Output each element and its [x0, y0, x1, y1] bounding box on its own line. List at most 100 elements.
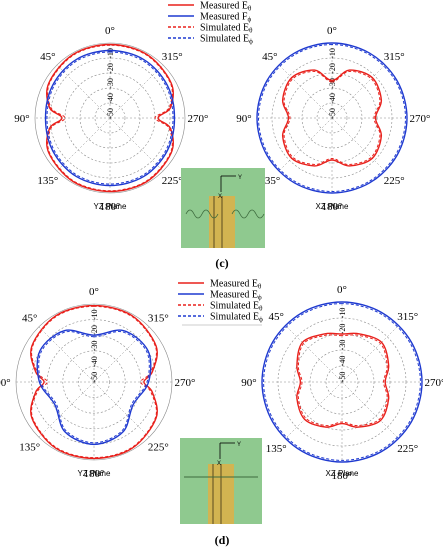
- polar-1-spoke-315: [331, 64, 386, 119]
- inset-c-y-label: Y: [238, 175, 242, 181]
- panel-label-c: (c): [215, 256, 228, 270]
- polar-0-angle-label-90: 90°: [14, 113, 29, 125]
- polar-2-angle-label-45: 45°: [22, 313, 37, 325]
- polar-0-spoke-45: [56, 64, 111, 119]
- polar-0-angle-label-0: 0°: [105, 25, 115, 37]
- polar-0-series-2: [44, 49, 176, 187]
- polar-0-rtick-3: -20: [106, 63, 115, 74]
- legend-top-label-3: Simulated Eϕ: [200, 34, 253, 46]
- polar-2-grid-ring-2: [62, 350, 126, 414]
- polar-0-angle-label-225: 225°: [162, 175, 183, 187]
- polar-0-angle-label-45: 45°: [40, 51, 55, 63]
- polar-1-series-1: [257, 43, 407, 193]
- polar-2-angle-label-225: 225°: [148, 441, 169, 453]
- polar-2-rtick-3: -20: [90, 325, 99, 336]
- polar-0-spoke-135: [56, 117, 111, 172]
- polar-3-title: XZ Plane: [326, 469, 359, 478]
- legend-top-label-2: Simulated Eθ: [200, 23, 253, 35]
- polar-3-rtick-4: -10: [338, 308, 347, 319]
- polar-3-spoke-45: [285, 325, 343, 383]
- legend-bottom-label-sub-3: ϕ: [259, 316, 263, 324]
- polar-2-angle-label-315: 315°: [148, 313, 169, 325]
- polar-1-rtick-3: -20: [328, 63, 337, 74]
- polar-3-angle-label-225: 225°: [397, 443, 418, 455]
- polar-plot-xz-top: -50-40-30-20-100°315°270°225°180°135°90°…: [236, 25, 430, 213]
- polar-3-spoke-315: [341, 325, 399, 383]
- polar-0-spoke-315: [109, 64, 164, 119]
- antenna-inset-c: Y X: [181, 168, 265, 248]
- polar-1-series-0: [256, 42, 408, 194]
- inset-c-x-label: X: [218, 194, 222, 200]
- polar-1-spoke-45: [278, 64, 333, 119]
- polar-2-angle-label-0: 0°: [89, 286, 99, 298]
- polar-2-rtick-2: -30: [90, 341, 99, 352]
- polar-1-rtick-2: -30: [328, 78, 337, 89]
- legend-top-label-sub-3: ϕ: [249, 38, 253, 46]
- legend-bottom-label-2: Simulated Eθ: [210, 301, 263, 313]
- polar-1-spoke-135: [278, 117, 333, 172]
- polar-1-angle-label-270: 270°: [410, 113, 431, 125]
- polar-2-spoke-45: [38, 326, 95, 383]
- polar-1-angle-label-0: 0°: [327, 25, 337, 37]
- polar-0-rtick-0: -50: [106, 108, 115, 119]
- polar-3-angle-label-90: 90°: [241, 377, 256, 389]
- polar-0-angle-label-135: 135°: [37, 175, 58, 187]
- polar-1-title: XZ Plane: [316, 202, 349, 211]
- inset-c-meander: [185, 209, 265, 219]
- polar-3-rtick-3: -20: [338, 324, 347, 335]
- polar-2-angle-label-135: 135°: [19, 441, 40, 453]
- polar-1-series-3: [283, 70, 381, 166]
- antenna-inset-d: Y X: [180, 438, 262, 524]
- polar-1-angle-label-45: 45°: [262, 51, 277, 63]
- legend-bottom-label-sub-0: θ: [258, 283, 262, 291]
- polar-0-angle-label-180: 180°: [100, 201, 121, 213]
- polar-2-angle-label-270: 270°: [175, 377, 196, 389]
- polar-1-angle-label-180: 180°: [322, 201, 343, 213]
- polar-2-series-3: [38, 331, 150, 444]
- polar-3-angle-label-180: 180°: [332, 470, 353, 482]
- polar-0-spoke-225: [109, 117, 164, 172]
- polar-3-rtick-2: -30: [338, 340, 347, 351]
- polar-2-spoke-135: [38, 381, 95, 438]
- polar-1-grid-ring-1: [316, 102, 348, 134]
- legend-bottom-label-sub-1: ϕ: [258, 294, 262, 302]
- polar-3-rtick-0: -50: [338, 372, 347, 383]
- polar-2-title: YZ Plane: [78, 469, 111, 478]
- polar-2-angle-label-180: 180°: [84, 468, 105, 480]
- inset-d-x-label: X: [217, 461, 221, 467]
- polar-3-series-1: [263, 303, 421, 461]
- polar-3-rtick-1: -40: [338, 356, 347, 367]
- polar-3-series-0: [261, 301, 423, 463]
- inset-d-y-label: Y: [237, 442, 241, 448]
- polar-2-rtick-1: -40: [90, 356, 99, 367]
- polar-3-angle-label-135: 135°: [266, 443, 287, 455]
- polar-plot-yz-top: -50-40-30-20-100°315°270°225°180°135°90°…: [14, 25, 208, 213]
- polar-1-angle-label-315: 315°: [384, 51, 405, 63]
- polar-0-rtick-1: -40: [106, 93, 115, 104]
- panel-label-d: (d): [215, 533, 230, 547]
- legend-top-label-sub-1: ϕ: [248, 16, 252, 24]
- polar-1-spoke-225: [331, 117, 386, 172]
- legend-bottom-label-3: Simulated Eϕ: [210, 312, 263, 324]
- polar-0-rtick-2: -30: [106, 78, 115, 89]
- polar-0-rtick-4: -10: [106, 48, 115, 59]
- polar-0-title: YZ Plane: [94, 202, 127, 211]
- polar-3-angle-label-0: 0°: [337, 284, 347, 296]
- polar-2-rtick-0: -50: [90, 372, 99, 383]
- polar-2-rtick-4: -10: [90, 309, 99, 320]
- polar-0-grid-ring-1: [94, 102, 126, 134]
- polar-3-angle-label-270: 270°: [425, 377, 443, 389]
- legend-bottom-label-1: Measured Eϕ: [210, 290, 262, 302]
- legend-top-label-0: Measured Eθ: [200, 1, 252, 13]
- legend-bottom-label-0: Measured Eθ: [210, 279, 262, 291]
- polar-2-angle-label-90: 90°: [0, 377, 11, 389]
- polar-3-angle-label-45: 45°: [269, 311, 284, 323]
- polar-3-series-3: [297, 334, 388, 427]
- polar-0-series-1: [47, 44, 173, 192]
- polar-3-spoke-225: [341, 381, 399, 439]
- polar-0-grid-ring-5: [34, 42, 186, 194]
- polar-2-spoke-315: [93, 326, 150, 383]
